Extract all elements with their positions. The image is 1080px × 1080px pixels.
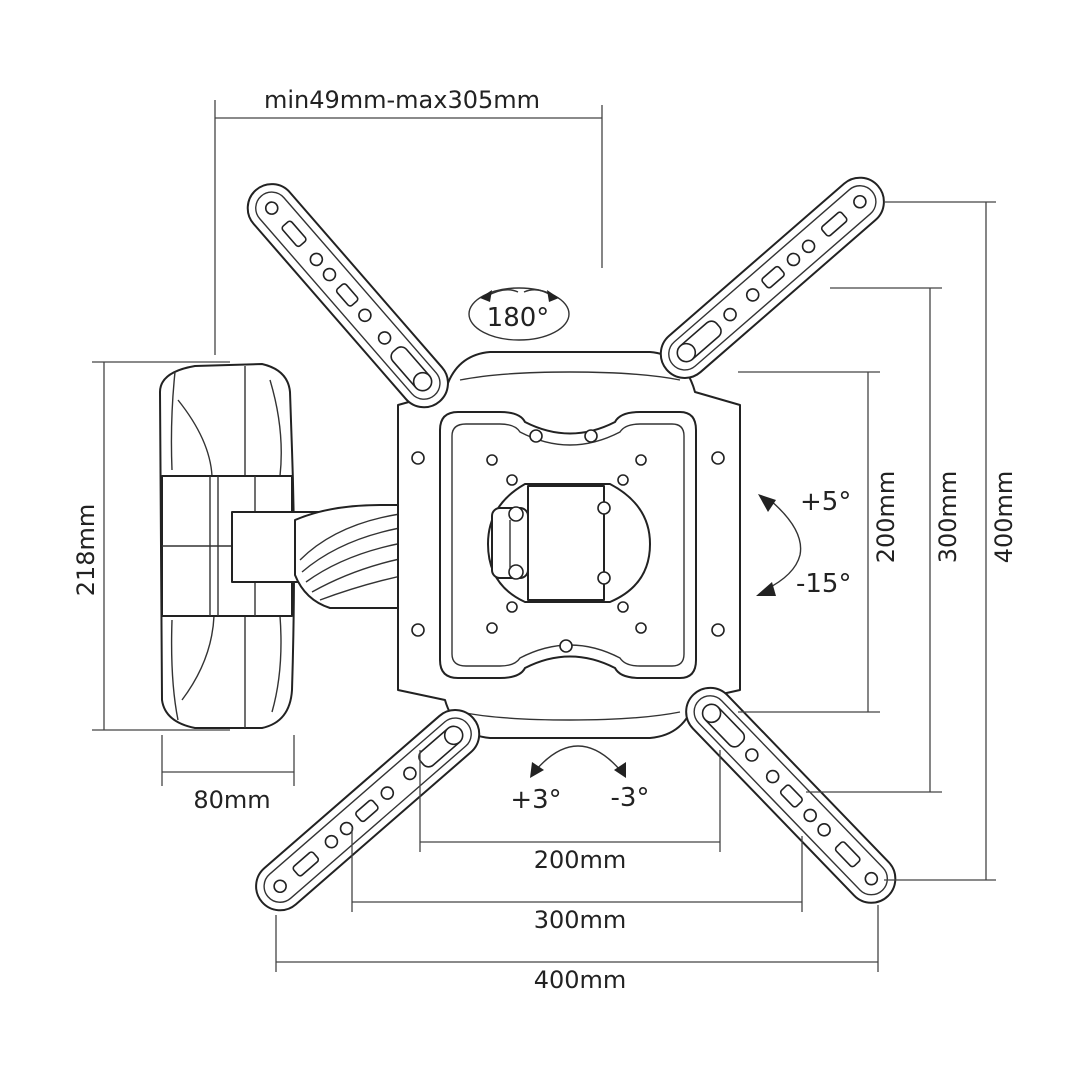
vesa-v-200-label: 200mm — [872, 471, 900, 564]
vesa-h-300-label: 300mm — [534, 906, 627, 934]
vesa-vertical-dimensions: 200mm 300mm 400mm — [738, 201, 1018, 881]
tilt-indicator: +5° -15° — [756, 487, 851, 599]
vesa-rail-bottom-right — [675, 676, 907, 914]
rotate-plus-label: +3° — [510, 785, 561, 815]
vesa-v-400-label: 400mm — [990, 471, 1018, 564]
rotation-indicator: +3° -3° — [510, 745, 650, 815]
swivel-indicator: 180° — [468, 287, 570, 341]
arm-extension-label: min49mm-max305mm — [264, 86, 540, 114]
tilt-down-label: -15° — [796, 569, 851, 599]
vesa-v-300-label: 300mm — [934, 471, 962, 564]
wall-plate-width-dimension: 80mm — [161, 735, 295, 814]
central-frame — [397, 351, 741, 739]
vesa-rail-top-right — [649, 166, 895, 389]
wall-plate — [159, 363, 295, 729]
wall-plate-width-label: 80mm — [193, 786, 270, 814]
vesa-rail-bottom-left — [245, 699, 491, 922]
vesa-h-200-label: 200mm — [534, 846, 627, 874]
wall-plate-height-dimension: 218mm — [72, 361, 230, 731]
tilt-up-label: +5° — [800, 487, 851, 517]
swivel-label: 180° — [487, 303, 550, 333]
extension-arm — [231, 504, 426, 609]
vesa-horizontal-dimensions: 200mm 300mm 400mm — [275, 750, 879, 994]
rotate-minus-label: -3° — [611, 783, 650, 813]
vesa-h-400-label: 400mm — [534, 966, 627, 994]
arm-extension-dimension: min49mm-max305mm — [214, 86, 603, 355]
wall-plate-height-label: 218mm — [72, 504, 100, 597]
